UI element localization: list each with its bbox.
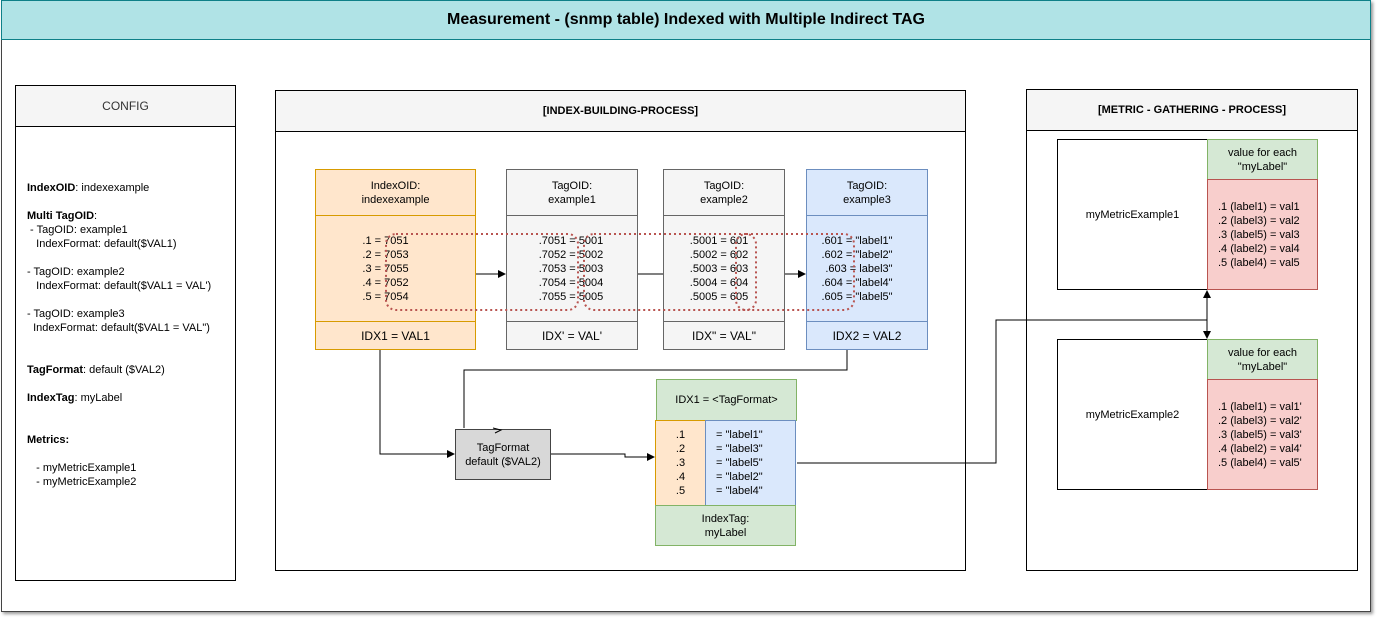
config-line-key: IndexOID: [27, 182, 76, 194]
config-line: Metrics:: [27, 433, 235, 447]
config-line-text: - myMetricExample1: [27, 462, 137, 474]
tag-oid-example2-header: TagOID: example2: [664, 170, 784, 216]
config-line-key: IndexTag: [27, 392, 75, 404]
config-line-text: : myLabel: [74, 392, 123, 404]
config-line: IndexFormat: default($VAL1): [27, 237, 235, 251]
index-tag-label: IndexTag: myLabel: [655, 505, 796, 546]
tag-oid-example2-box: TagOID: example2 .5001 = 601 .5002 = 602…: [663, 169, 785, 350]
index-oid-header: IndexOID: indexexample: [316, 170, 475, 216]
config-line: Multi TagOID:: [27, 209, 235, 223]
config-line-text: - TagOID: example1: [27, 224, 128, 236]
config-line: IndexFormat: default($VAL1 = VAL'): [27, 279, 235, 293]
config-line-text: : default ($VAL2): [83, 364, 165, 376]
metric2-name-box: myMetricExample2: [1057, 339, 1208, 490]
config-line-text: IndexFormat: default($VAL1): [27, 238, 177, 250]
config-line: - myMetricExample2: [27, 475, 235, 489]
config-line-key: TagFormat: [27, 364, 84, 376]
config-line-key: Multi TagOID: [27, 210, 95, 222]
metric2-values: .1 (label1) = val1' .2 (label3) = val2' …: [1207, 379, 1318, 490]
metric1-value-header: value for each "myLabel": [1207, 139, 1318, 180]
tag-oid-example1-values: .7051 = 5001 .7052 = 5002 .7053 = 5003 .…: [507, 216, 637, 322]
diagram-title: Measurement - (snmp table) Indexed with …: [1, 0, 1371, 40]
metric-gathering-header: [METRIC - GATHERING - PROCESS]: [1027, 90, 1357, 131]
tagformat-box: TagFormat default ($VAL2): [455, 429, 551, 480]
config-line-key: Metrics:: [27, 434, 70, 446]
arrowhead-stub: [492, 427, 503, 434]
arrow-tagformat-to-result: [551, 453, 655, 461]
tag-oid-example1-box: TagOID: example1 .7051 = 5001 .7052 = 50…: [506, 169, 638, 350]
config-line: IndexFormat: default($VAL1 = VAL"): [27, 321, 235, 335]
config-line-text: : indexexample: [75, 182, 150, 194]
config-line-text: IndexFormat: default($VAL1 = VAL'): [27, 280, 212, 292]
arrow-result-to-metrics: [797, 319, 1207, 464]
index-oid-footer: IDX1 = VAL1: [361, 328, 430, 343]
index-building-header: [INDEX-BUILDING-PROCESS]: [276, 91, 965, 132]
config-line-text: - myMetricExample2: [27, 476, 137, 488]
config-line: - TagOID: example2: [27, 265, 235, 279]
metric2-value-header: value for each "myLabel": [1207, 339, 1318, 380]
metric1-values: .1 (label1) = val1 .2 (label3) = val2 .3…: [1207, 179, 1318, 290]
tag-oid-example2-footer: IDX" = VAL": [692, 328, 756, 343]
metric1-name-box: myMetricExample1: [1057, 139, 1208, 290]
tag-oid-example3-header: TagOID: example3: [807, 170, 927, 216]
dotted-link-3: [735, 233, 855, 311]
tag-oid-example1-header: TagOID: example1: [507, 170, 637, 216]
config-line: IndexTag: myLabel: [27, 391, 235, 405]
tag-oid-example2-values: .5001 = 601 .5002 = 602 .5003 = 603 .500…: [664, 216, 784, 322]
index-oid-values: .1 = 7051 .2 = 7053 .3 = 7055 .4 = 7052 …: [316, 216, 475, 322]
dotted-link-1: [385, 233, 579, 311]
arrow-index-to-tagformat: [379, 350, 455, 458]
config-line-text: - TagOID: example2: [27, 266, 125, 278]
result-values: = "label1" = "label3" = "label5" = "labe…: [705, 420, 796, 506]
config-line: - myMetricExample1: [27, 461, 235, 475]
tag-oid-example3-box: TagOID: example3 .601 = "label1" .602 = …: [806, 169, 928, 350]
config-line: - TagOID: example3: [27, 307, 235, 321]
config-header: CONFIG: [16, 86, 235, 127]
index-oid-box: IndexOID: indexexample .1 = 7051 .2 = 70…: [315, 169, 476, 350]
tag-oid-example1-footer: IDX' = VAL': [541, 328, 603, 343]
config-line-text: - TagOID: example3: [27, 308, 125, 320]
config-line: TagFormat: default ($VAL2): [27, 363, 235, 377]
tag-oid-example3-values: .601 = "label1" .602 = "label2" .603 = l…: [807, 216, 927, 322]
dotted-link-2: [583, 233, 757, 311]
config-line-text: :: [94, 210, 98, 222]
config-line: IndexOID: indexexample: [27, 181, 235, 195]
tag-oid-example3-footer: IDX2 = VAL2: [832, 328, 902, 343]
config-line: - TagOID: example1: [27, 223, 235, 237]
arrow-tag3-to-tagformat: [463, 350, 848, 428]
config-line-text: IndexFormat: default($VAL1 = VAL"): [27, 322, 210, 334]
